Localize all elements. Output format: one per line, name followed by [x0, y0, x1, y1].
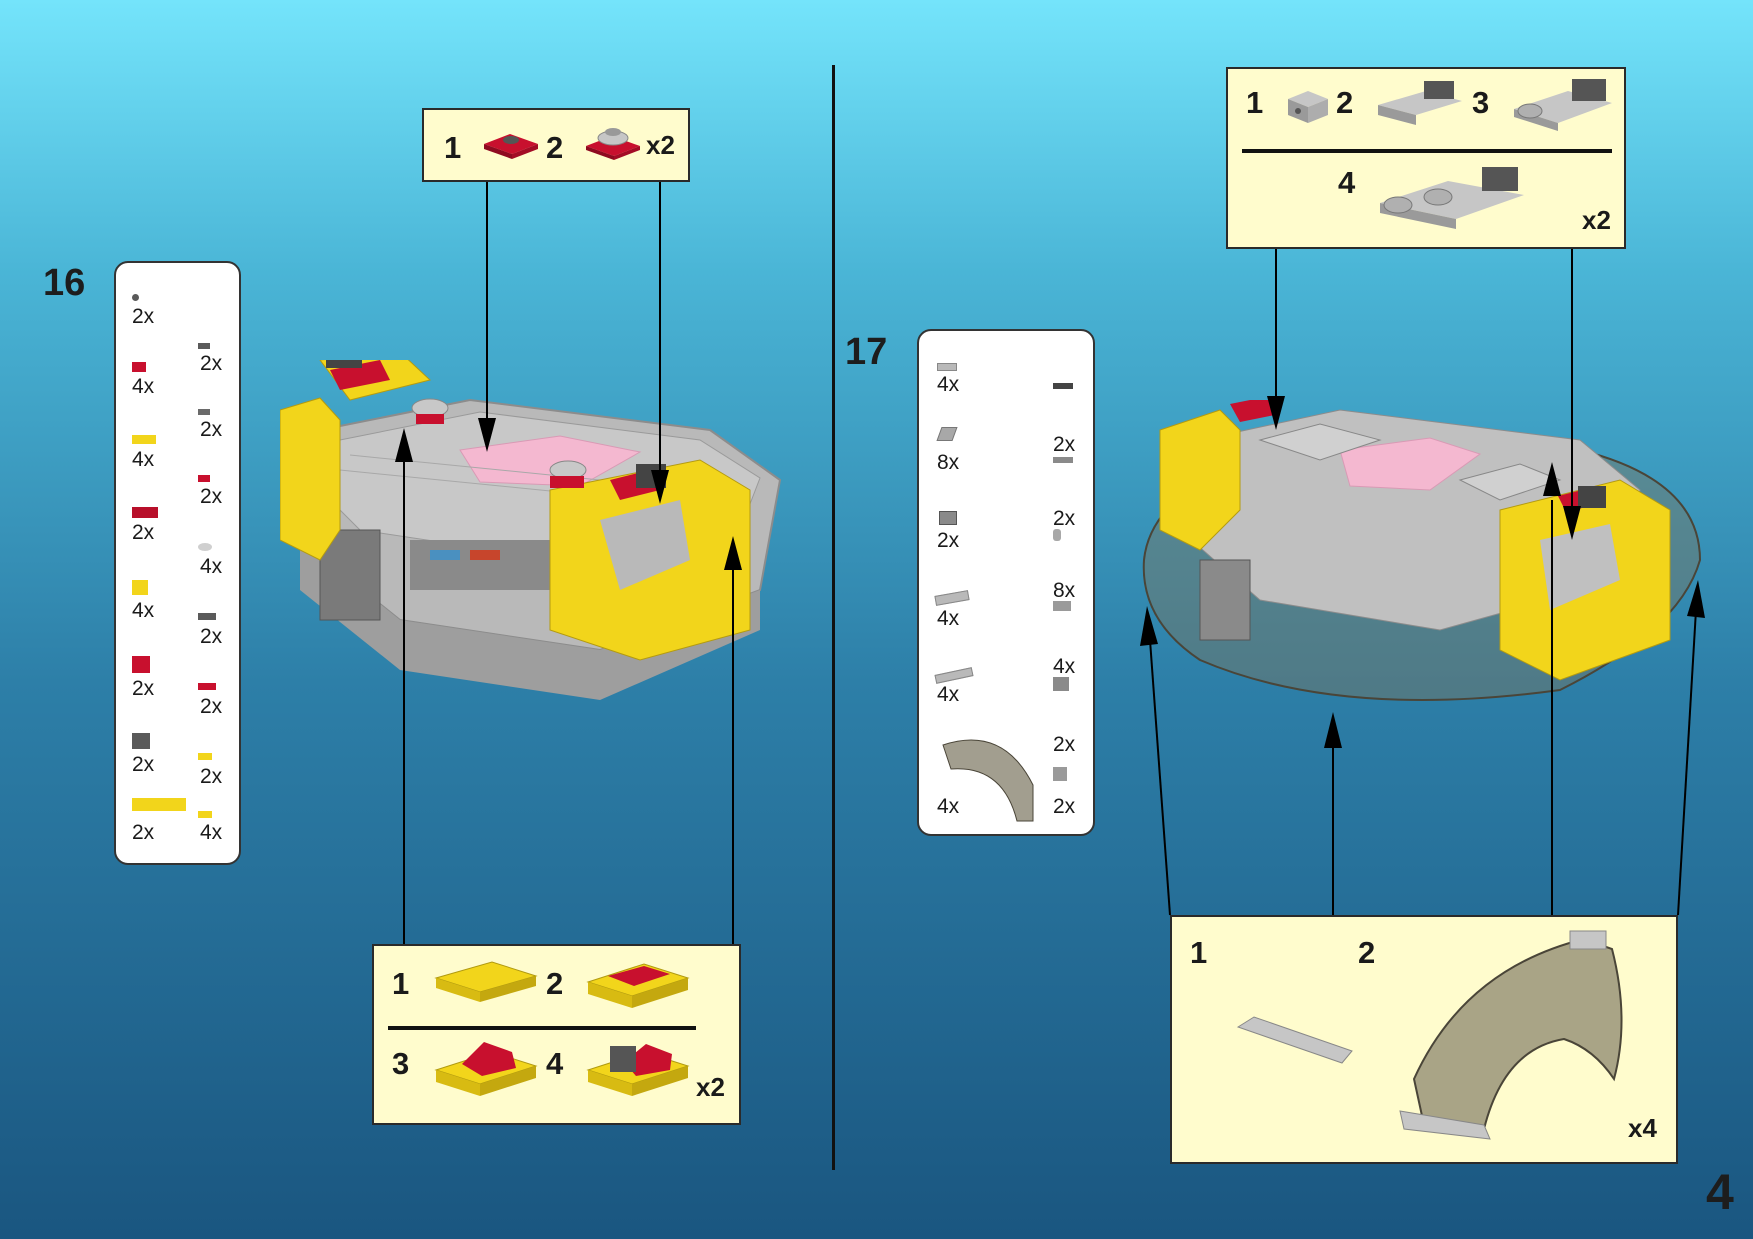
part-quantity: 2x	[1053, 795, 1076, 818]
yellow-red-plate-assembly	[586, 963, 690, 1008]
sub-step-number: 3	[1472, 85, 1490, 120]
gray-brick-with-holes	[1288, 91, 1328, 123]
callout-16-bottom: 1 2 3 4 x2	[372, 944, 741, 1125]
page-number: 4	[1706, 1164, 1734, 1220]
part-quantity: 4x	[200, 821, 223, 844]
part-quantity: 4x	[937, 683, 960, 706]
part-icon	[1053, 601, 1071, 611]
part-icon	[1053, 529, 1061, 541]
part-quantity: 4x	[937, 607, 960, 630]
step-number-17: 17	[845, 331, 888, 373]
part-quantity: 4x	[937, 373, 960, 396]
sub-step-number: 4	[1338, 165, 1356, 200]
sub-step-divider	[1242, 149, 1612, 153]
gray-double-engine-assembly	[1380, 167, 1524, 229]
sub-step-number: 2	[546, 130, 564, 165]
part-quantity: 2x	[200, 765, 223, 788]
part-quantity: 2x	[200, 695, 223, 718]
gray-curved-plate	[1236, 1016, 1353, 1064]
part-icon	[942, 739, 1034, 822]
part-icon	[198, 811, 212, 818]
part-quantity: 4x	[937, 795, 960, 818]
part-icon	[939, 511, 957, 525]
part-icon	[132, 733, 150, 749]
part-icon	[132, 435, 156, 444]
sub-step-number: 3	[392, 1046, 410, 1081]
part-quantity: 4x	[200, 555, 223, 578]
part-quantity: 2x	[132, 521, 155, 544]
part-icon	[132, 362, 146, 372]
part-quantity: 2x	[200, 485, 223, 508]
sub-step-divider	[388, 1026, 696, 1030]
gray-assembly	[1378, 81, 1462, 125]
part-quantity: 4x	[1053, 655, 1076, 678]
part-quantity: 2x	[937, 529, 960, 552]
sub-step-number: 2	[1358, 935, 1376, 970]
yellow-plate-red-wedge	[434, 1042, 538, 1096]
part-icon	[198, 613, 216, 620]
red-plate-with-round-tile	[484, 134, 538, 159]
part-quantity: 2x	[200, 418, 223, 441]
parts-list-step-16: 2x 4x 4x 2x 4x 2x 2x 2x 2x 2x 2x 4x 2x 2…	[114, 261, 241, 865]
part-icon	[198, 409, 210, 415]
callout-16-top: 1 2 x2	[422, 108, 690, 182]
sub-step-number: 1	[1190, 935, 1208, 970]
part-icon	[1053, 677, 1069, 691]
part-quantity: 2x	[200, 352, 223, 375]
part-icon	[937, 363, 957, 371]
part-quantity: 2x	[132, 821, 155, 844]
multiplier: x2	[696, 1072, 725, 1102]
part-quantity: 4x	[132, 599, 155, 622]
sub-step-number: 2	[1336, 85, 1354, 120]
part-quantity: 8x	[1053, 579, 1076, 602]
part-icon	[198, 343, 210, 349]
sub-step-number: 1	[392, 966, 410, 1001]
yellow-plate-assembly	[434, 961, 538, 1002]
part-quantity: 2x	[132, 677, 155, 700]
part-icon	[132, 580, 148, 595]
part-icon	[132, 294, 139, 301]
sub-step-number: 1	[1246, 85, 1264, 120]
step-divider	[832, 65, 835, 1170]
part-quantity: 2x	[1053, 433, 1076, 456]
sub-step-number: 1	[444, 130, 462, 165]
multiplier: x4	[1628, 1113, 1657, 1143]
sub-step-number: 2	[546, 966, 564, 1001]
part-icon	[1053, 457, 1073, 463]
step-16-model	[280, 360, 782, 700]
callout-17-top: 1 2 3 4 x2	[1226, 67, 1626, 249]
callout-17-bottom: 1 2 x4	[1170, 915, 1678, 1164]
multiplier: x2	[646, 130, 675, 160]
part-icon	[198, 753, 212, 760]
yellow-plate-red-wedge-gray-grille	[586, 1044, 690, 1096]
gray-engine-assembly	[1514, 79, 1612, 131]
step-17-model	[1142, 400, 1702, 701]
part-icon	[132, 507, 158, 518]
part-icon	[198, 543, 212, 551]
part-quantity: 8x	[937, 451, 960, 474]
part-icon	[1053, 767, 1067, 781]
part-quantity: 2x	[1053, 733, 1076, 756]
part-icon	[198, 683, 216, 690]
part-quantity: 2x	[132, 753, 155, 776]
part-icon	[1053, 383, 1073, 389]
sub-step-number: 4	[546, 1046, 564, 1081]
part-quantity: 4x	[132, 448, 155, 471]
part-quantity: 2x	[1053, 507, 1076, 530]
part-icon	[132, 656, 150, 673]
red-plate-with-turntable	[586, 128, 640, 160]
part-quantity: 4x	[132, 375, 155, 398]
step-number-16: 16	[43, 262, 86, 304]
parts-list-step-17: 4x 8x 2x 4x 4x 4x 2x 2x 8x 4x 2x 2x	[917, 329, 1095, 836]
part-icon	[132, 798, 186, 811]
part-quantity: 2x	[132, 305, 155, 328]
part-quantity: 2x	[200, 625, 223, 648]
part-icon	[198, 475, 210, 482]
smoke-curved-windscreen-assembly	[1399, 930, 1623, 1140]
multiplier: x2	[1582, 205, 1611, 235]
